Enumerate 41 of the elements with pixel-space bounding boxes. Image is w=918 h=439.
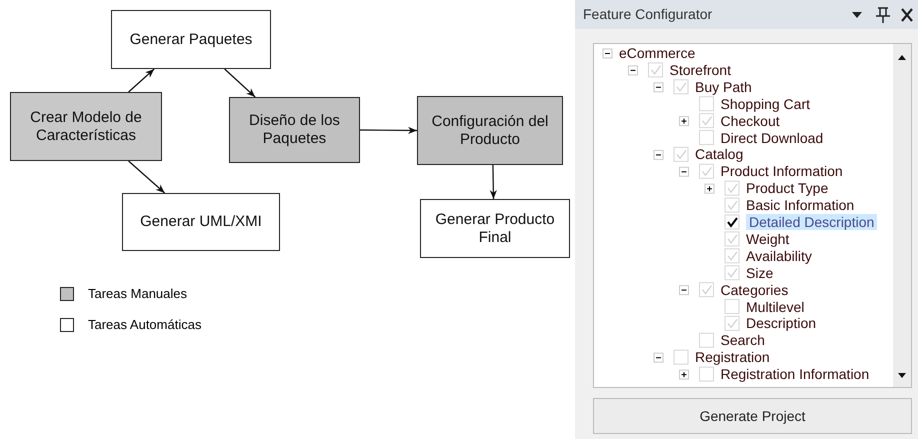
process-box [417, 96, 563, 165]
process-box [10, 92, 162, 161]
tree-item: Registration [695, 349, 770, 366]
tree-item: Buy Path [695, 78, 752, 95]
arrow [360, 126, 417, 134]
legend-label: Tareas Automáticas [88, 317, 202, 332]
tree-item: Product Information [720, 163, 843, 180]
tree-item: Direct Download [720, 130, 824, 146]
tree-item: Size [746, 264, 774, 281]
process-box [111, 10, 271, 69]
tree-item: Checkout [720, 112, 780, 129]
tree-item: Availability [746, 248, 812, 264]
tree-item: Basic Information [746, 197, 854, 214]
tree-item: Storefront [670, 62, 731, 78]
legend-label: Tareas Manuales [88, 286, 187, 301]
process-box [229, 97, 360, 163]
box-label: Generar Producto Final [434, 210, 556, 246]
box-label: Generar UML/XMI [140, 213, 262, 231]
arrow [490, 164, 497, 200]
tree-item: eCommerce [619, 45, 696, 61]
tree-item: Product Type [746, 180, 828, 196]
arrow [128, 68, 155, 92]
process-box [122, 193, 280, 251]
tree-item: Catalog [695, 146, 744, 162]
tree-item: Detailed Description [746, 214, 878, 230]
box-label: Generar Paquetes [130, 30, 252, 48]
tree-item: Registration Information [720, 366, 870, 382]
tree-item: Weight [746, 230, 790, 247]
tree-item: Shopping Cart [720, 96, 810, 112]
arrow [224, 68, 256, 98]
panel-title: Feature Configurator [583, 6, 712, 22]
process-box [420, 199, 570, 258]
arrow [128, 160, 166, 194]
tree-item: Description [746, 315, 816, 332]
box-label: Diseño de los Paquetes [248, 112, 341, 148]
generate-button: Generate Project [593, 398, 912, 434]
tree-item: Multilevel [746, 298, 804, 314]
box-label: Configuración del Producto [430, 112, 550, 148]
tree-item: Search [720, 332, 765, 348]
box-label: Crear Modelo de Características [29, 108, 143, 144]
tree-item: Categories [720, 282, 788, 298]
